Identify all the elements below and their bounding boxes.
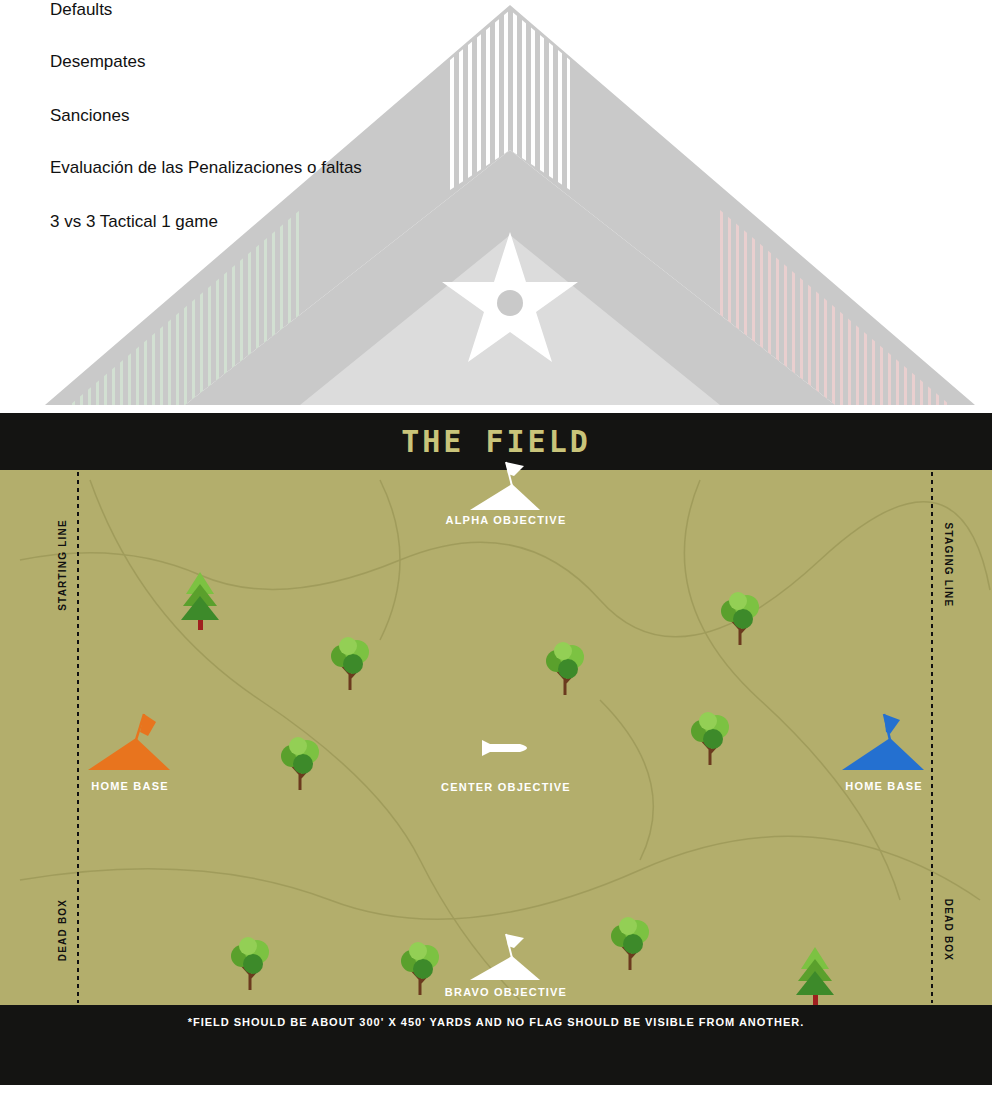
objective-label: BRAVO OBJECTIVE <box>445 986 567 998</box>
line-label: STARTING LINE <box>57 519 68 611</box>
menu-item: 3 vs 3 Tactical 1 game <box>50 212 218 232</box>
base-label: HOME BASE <box>845 780 922 792</box>
objective-label: CENTER OBJECTIVE <box>441 781 571 793</box>
base-label: HOME BASE <box>91 780 168 792</box>
menu-item: Evaluación de las Penalizaciones o falta… <box>50 158 362 178</box>
line-label: STAGING LINE <box>943 523 954 608</box>
zone-label: DEAD BOX <box>943 899 954 961</box>
zone-label: DEAD BOX <box>57 899 68 961</box>
menu-item: Defaults <box>50 0 112 20</box>
field-title: THE FIELD <box>401 424 591 459</box>
field-note: *FIELD SHOULD BE ABOUT 300' X 450' YARDS… <box>188 1016 805 1028</box>
menu-item: Desempates <box>50 52 145 72</box>
menu-item: Sanciones <box>50 106 129 126</box>
objective-label: ALPHA OBJECTIVE <box>446 514 567 526</box>
